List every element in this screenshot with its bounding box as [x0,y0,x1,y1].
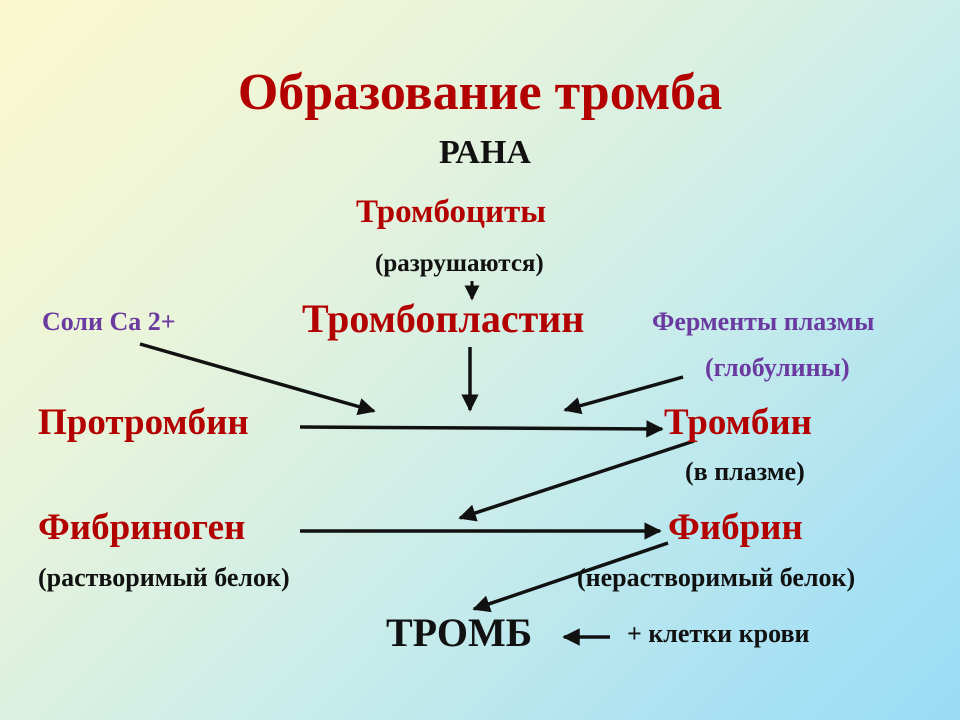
thrombin-note: (в плазме) [685,457,805,486]
fibrinogen-label: Фибриноген [38,507,246,548]
calcium-salts-label: Соли Са 2+ [42,307,176,336]
globulins-note: (глобулины) [705,353,850,382]
arrow-fibrin-to-clot [472,541,669,613]
plasma-enzymes-label: Ферменты плазмы [652,307,875,336]
blood-cells-label: + клетки крови [627,619,810,648]
platelets-note: (разрушаются) [375,250,544,277]
fibrin-note: (нерастворимый белок) [577,563,856,592]
thromboplastin-label: Тромбопластин [302,296,585,341]
clot-label: ТРОМБ [386,610,533,655]
prothrombin-label: Протромбин [38,402,249,443]
arrow-enzymes-to-reaction [563,375,684,415]
arrow-prothrombin-to-thrombin [299,420,664,438]
arrow-thrombin-to-fibrinogen-reaction [458,439,695,522]
thrombin-label: Тромбин [664,402,812,443]
fibrin-label: Фибрин [668,507,803,548]
arrow-calcium-to-reaction [139,342,376,416]
wound-label: РАНА [439,134,531,171]
page-title: Образование тромба [237,64,723,121]
fibrinogen-note: (растворимый белок) [38,563,290,592]
platelets-label: Тромбоциты [356,194,547,230]
